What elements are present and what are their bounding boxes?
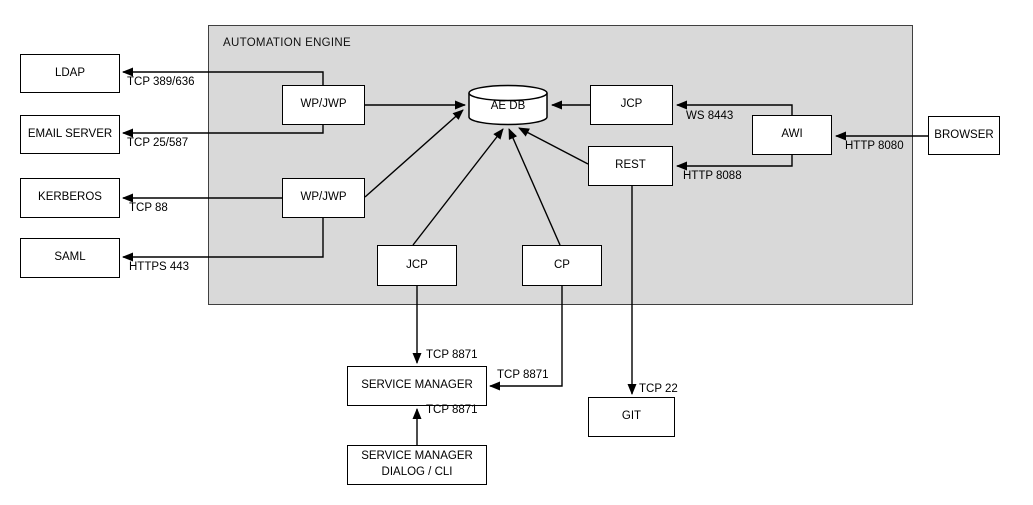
node-service-manager: SERVICE MANAGER: [347, 366, 487, 406]
port-label-jcp-sm: TCP 8871: [426, 349, 478, 361]
node-awi: AWI: [752, 115, 832, 155]
port-label-saml: HTTPS 443: [129, 261, 190, 273]
node-wp-jwp-2: WP/JWP: [282, 178, 365, 218]
port-label-rest: HTTP 8088: [683, 170, 742, 182]
port-label-email: TCP 25/587: [127, 137, 189, 149]
node-wp-jwp-2-label: WP/JWP: [300, 191, 347, 204]
port-label-git: TCP 22: [639, 383, 678, 395]
node-browser-label: BROWSER: [934, 128, 994, 141]
node-saml: SAML: [20, 238, 120, 278]
node-cp-label: CP: [554, 258, 570, 271]
node-git: GIT: [588, 397, 675, 437]
port-label-kerberos: TCP 88: [129, 202, 168, 214]
node-service-manager-dialog-line2: DIALOG / CLI: [381, 466, 453, 478]
node-ldap: LDAP: [20, 54, 120, 93]
node-awi-label: AWI: [781, 128, 803, 141]
node-jcp-top-label: JCP: [620, 98, 643, 111]
node-wp-jwp-1-label: WP/JWP: [300, 98, 347, 111]
port-label-ws: WS 8443: [686, 110, 734, 122]
node-git-label: GIT: [621, 410, 642, 423]
node-jcp-bottom-label: JCP: [406, 258, 428, 271]
node-cp: CP: [522, 245, 602, 286]
node-saml-label: SAML: [54, 251, 86, 264]
port-label-dialog-sm: TCP 8871: [426, 404, 478, 416]
node-service-manager-label: SERVICE MANAGER: [361, 379, 473, 392]
port-label-ldap: TCP 389/636: [127, 76, 195, 88]
node-rest-label: REST: [615, 159, 646, 172]
node-kerberos: KERBEROS: [20, 178, 120, 218]
node-rest: REST: [588, 146, 673, 186]
node-kerberos-label: KERBEROS: [38, 191, 102, 204]
node-jcp-bottom: JCP: [377, 245, 457, 286]
automation-engine-title: AUTOMATION ENGINE: [223, 37, 351, 49]
node-ldap-label: LDAP: [54, 66, 86, 79]
node-email-server: EMAIL SERVER: [20, 115, 120, 154]
node-service-manager-dialog-line1: SERVICE MANAGER: [361, 450, 473, 463]
node-email-server-label: EMAIL SERVER: [27, 127, 113, 140]
node-ae-db-label: AE DB: [490, 100, 526, 112]
node-jcp-top: JCP: [590, 85, 673, 125]
port-label-cp-sm: TCP 8871: [497, 369, 549, 381]
node-wp-jwp-1: WP/JWP: [282, 85, 365, 125]
port-label-browser: HTTP 8080: [845, 140, 904, 152]
node-browser: BROWSER: [928, 116, 1000, 155]
node-service-manager-dialog: SERVICE MANAGER DIALOG / CLI: [347, 445, 487, 485]
